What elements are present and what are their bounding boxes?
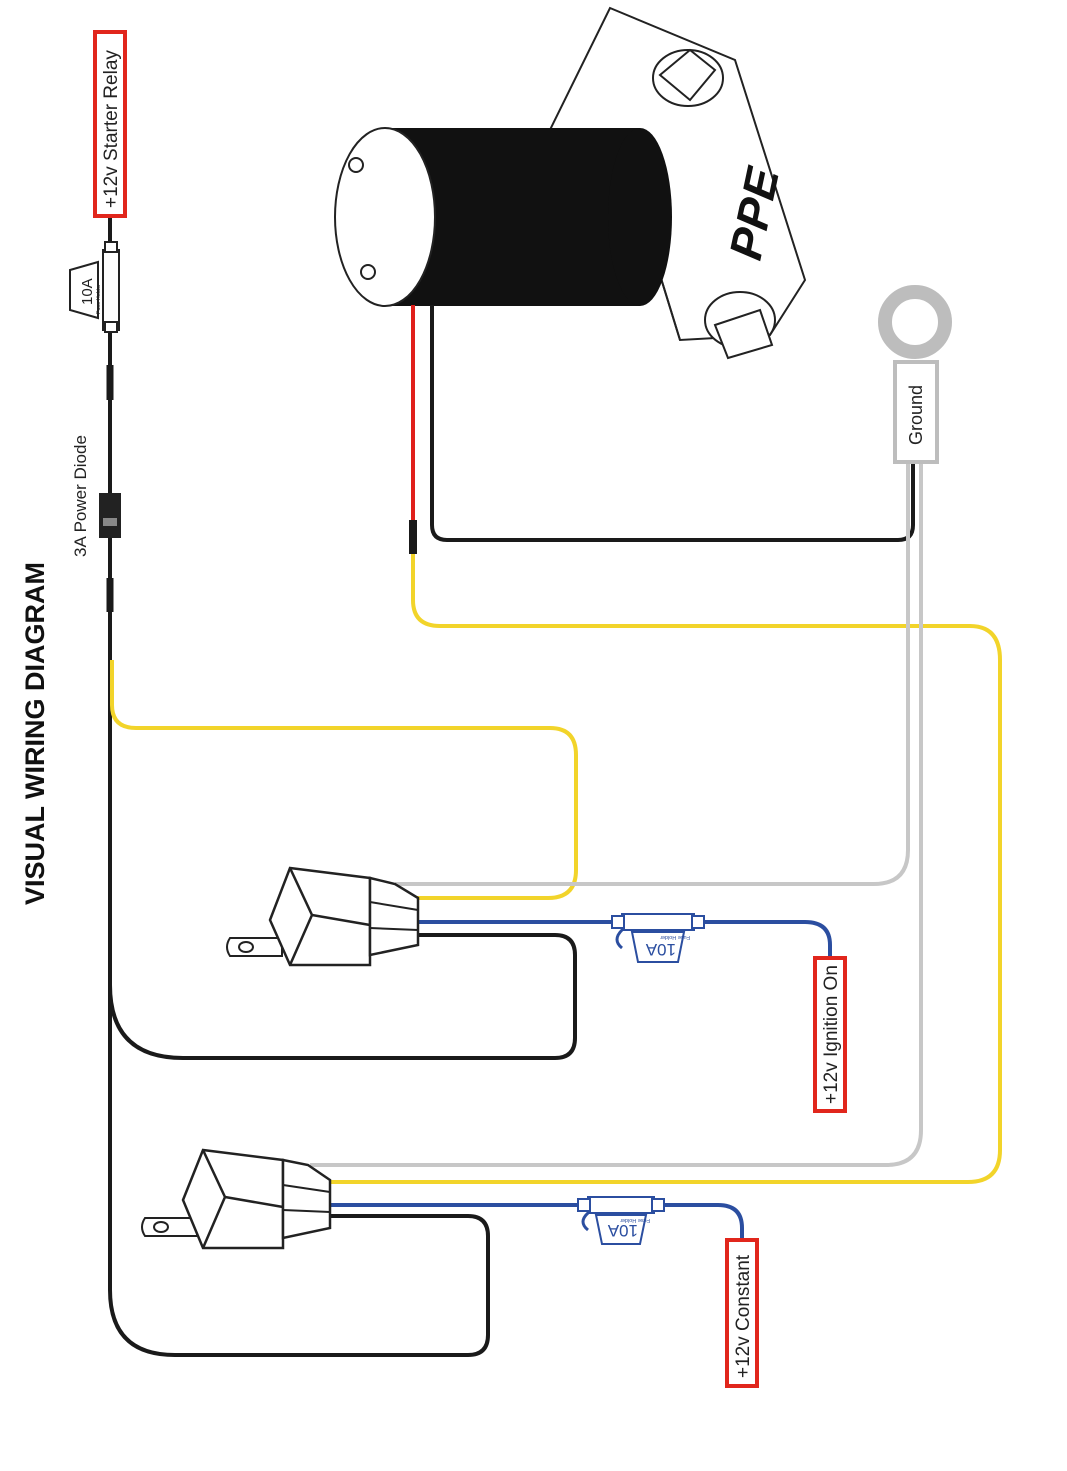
- fuse-constant-cap-right: [651, 1198, 665, 1212]
- pump-fitting-bottom: [713, 308, 774, 360]
- relay-lower-tab-hole: [153, 1221, 169, 1233]
- relay-lower: [141, 1148, 332, 1250]
- ground-ring: [878, 285, 952, 359]
- wire-black-pump-ground: [430, 305, 915, 542]
- starter-relay-box: [93, 30, 127, 218]
- fuse-rating-ignition-visible: 10A: [645, 940, 676, 959]
- relay-upper-edges: [288, 867, 371, 966]
- pump-fitting-top: [658, 48, 717, 102]
- relay-upper-tab-hole: [238, 941, 254, 953]
- relay-lower-tab: [141, 1217, 198, 1237]
- diagram-title: VISUAL WIRING DIAGRAM: [20, 562, 50, 905]
- pump-motor-cap: [334, 127, 436, 307]
- power-diode: [99, 493, 121, 538]
- fuse-blade: [69, 260, 99, 320]
- wire-gray-ground-relay1: [395, 460, 910, 886]
- pump-motor-end: [608, 128, 672, 306]
- diode-body: [99, 493, 121, 538]
- ground-label-box: [893, 360, 939, 464]
- ground-ring-terminal: Ground: [878, 285, 952, 464]
- wire-gray-ground-relay2: [310, 460, 923, 1167]
- fuse-ignition-cap-right: [691, 915, 705, 929]
- wire-yellow-pump-relay2: [320, 554, 1002, 1184]
- fuse-rating-constant: 10A: [607, 1221, 638, 1240]
- ignition-on-box: [813, 956, 847, 1113]
- pump-bolt-top: [348, 157, 364, 173]
- wire-blue-ignition: [410, 920, 832, 958]
- diode-band: [103, 518, 117, 526]
- ground-label: Ground: [906, 385, 926, 445]
- fuse-constant-loop: [581, 1211, 590, 1232]
- relay-lower-edges: [201, 1149, 284, 1249]
- ignition-on-label: +12v Ignition On: [821, 965, 842, 1104]
- fuel-pump: PPE: [334, 6, 807, 360]
- pump-bolt-bottom: [360, 264, 376, 280]
- fuse-holder-body: [102, 249, 120, 331]
- starter-relay-tag: +12v Starter Relay: [93, 30, 127, 218]
- relay-upper-terminal-line1: [369, 901, 419, 911]
- starter-relay-label: +12v Starter Relay: [101, 50, 122, 208]
- relay-lower-terminal-line1: [282, 1184, 331, 1193]
- constant-label: +12v Constant: [733, 1254, 754, 1378]
- relay-upper-terminal-line2: [369, 927, 419, 931]
- wire-red-connector: [409, 520, 417, 554]
- fuse-ignition-blade: [630, 931, 686, 963]
- relay-lower-terminal-block: [281, 1158, 332, 1240]
- fuse-ignition-body: [621, 913, 695, 931]
- wire-yellow-trunk-relay1: [110, 660, 578, 900]
- fuse-holder-constant: 10A Fuse Holder: [577, 1196, 665, 1245]
- fuse-holder-text-top: Fuse Holder: [96, 284, 102, 314]
- fuse-ignition-loop: [615, 928, 624, 950]
- fuse-holder-text-ignition: Fuse Holder: [660, 934, 690, 940]
- fuse-rating-top: 10A: [79, 278, 96, 305]
- constant-tag: +12v Constant: [725, 1238, 759, 1388]
- relay-upper: [226, 866, 420, 967]
- fuse-cap-top: [104, 241, 118, 253]
- fuse-holder-text-constant: Fuse Holder: [620, 1217, 650, 1223]
- fuse-holder-ignition: 10A 10A Fuse Holder: [611, 913, 705, 963]
- wire-blue-constant: [320, 1203, 744, 1240]
- relay-lower-terminal-line2: [282, 1209, 331, 1213]
- fuse-constant-cap-left: [577, 1198, 591, 1212]
- power-diode-label: 3A Power Diode: [71, 435, 90, 557]
- fuse-cap-bottom: [104, 321, 118, 333]
- fuse-holder-starter: 10A Fuse Holder: [69, 241, 120, 333]
- relay-upper-terminal-block: [368, 876, 420, 957]
- constant-box: [725, 1238, 759, 1388]
- fuse-constant-body: [587, 1196, 655, 1214]
- ignition-on-tag: +12v Ignition On: [813, 956, 847, 1113]
- fuse-constant-blade: [594, 1214, 648, 1245]
- fuse-ignition-cap-left: [611, 915, 625, 929]
- relay-upper-tab: [226, 937, 283, 957]
